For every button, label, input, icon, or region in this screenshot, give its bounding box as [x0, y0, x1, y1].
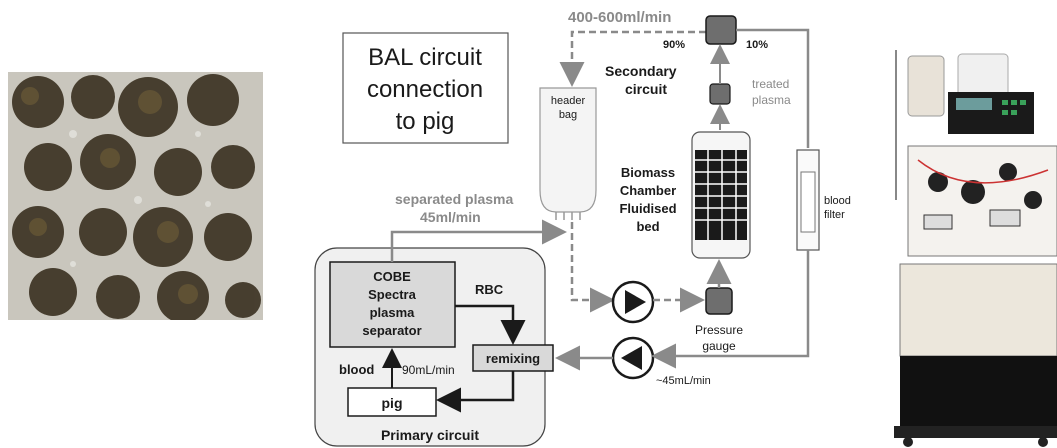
header-bag-ports [556, 212, 580, 220]
header-bag-label-1: header [551, 95, 586, 107]
separated-plasma-label-2: 45ml/min [420, 209, 481, 225]
cobe-label-2: Spectra [368, 287, 416, 302]
recirculation-rate-label: 400-600ml/min [568, 9, 671, 26]
small-filter-box [710, 84, 730, 104]
biomass-label-1: Biomass [621, 165, 675, 180]
separated-plasma-label-1: separated plasma [395, 191, 513, 207]
pressure-gauge-label-1: Pressure [695, 323, 743, 337]
split-left-label: 90% [663, 39, 685, 51]
blood-filter-window [801, 172, 815, 232]
blood-filter-label-1: blood [824, 195, 851, 207]
biomass-label-2: Chamber [620, 183, 676, 198]
primary-circuit-label: Primary circuit [381, 427, 479, 443]
cobe-label-1: COBE [373, 269, 411, 284]
treated-plasma-label-2: plasma [752, 93, 791, 107]
splitter-valve [706, 16, 736, 44]
treated-plasma-label-1: treated [752, 77, 789, 91]
apheresis-machine-photo [878, 50, 1057, 448]
blood-label: blood [339, 362, 374, 377]
split-right-label: 10% [746, 39, 768, 51]
pig-label: pig [382, 395, 403, 411]
return-rate-label: ~45mL/min [656, 375, 711, 387]
header-bag-label-2: bag [559, 109, 577, 121]
title-line-1: BAL circuit [368, 44, 482, 71]
biomass-chamber [692, 132, 750, 258]
secondary-circuit-label-1: Secondary [605, 63, 677, 79]
title-line-2: connection [367, 76, 483, 103]
biomass-label-3: Fluidised [619, 201, 676, 216]
blood-filter-label-2: filter [824, 209, 845, 221]
pressure-gauge-label-2: gauge [702, 339, 736, 353]
blood-rate-label: 90mL/min [402, 363, 455, 377]
rbc-label: RBC [475, 282, 504, 297]
cobe-label-3: plasma [370, 305, 416, 320]
cobe-label-4: separator [362, 323, 421, 338]
remixing-label: remixing [486, 351, 540, 366]
bag-to-pump-line [572, 222, 610, 300]
secondary-circuit-label-2: circuit [625, 81, 667, 97]
pressure-gauge [706, 288, 732, 314]
title-line-3: to pig [396, 108, 455, 135]
biomass-label-4: bed [636, 219, 659, 234]
